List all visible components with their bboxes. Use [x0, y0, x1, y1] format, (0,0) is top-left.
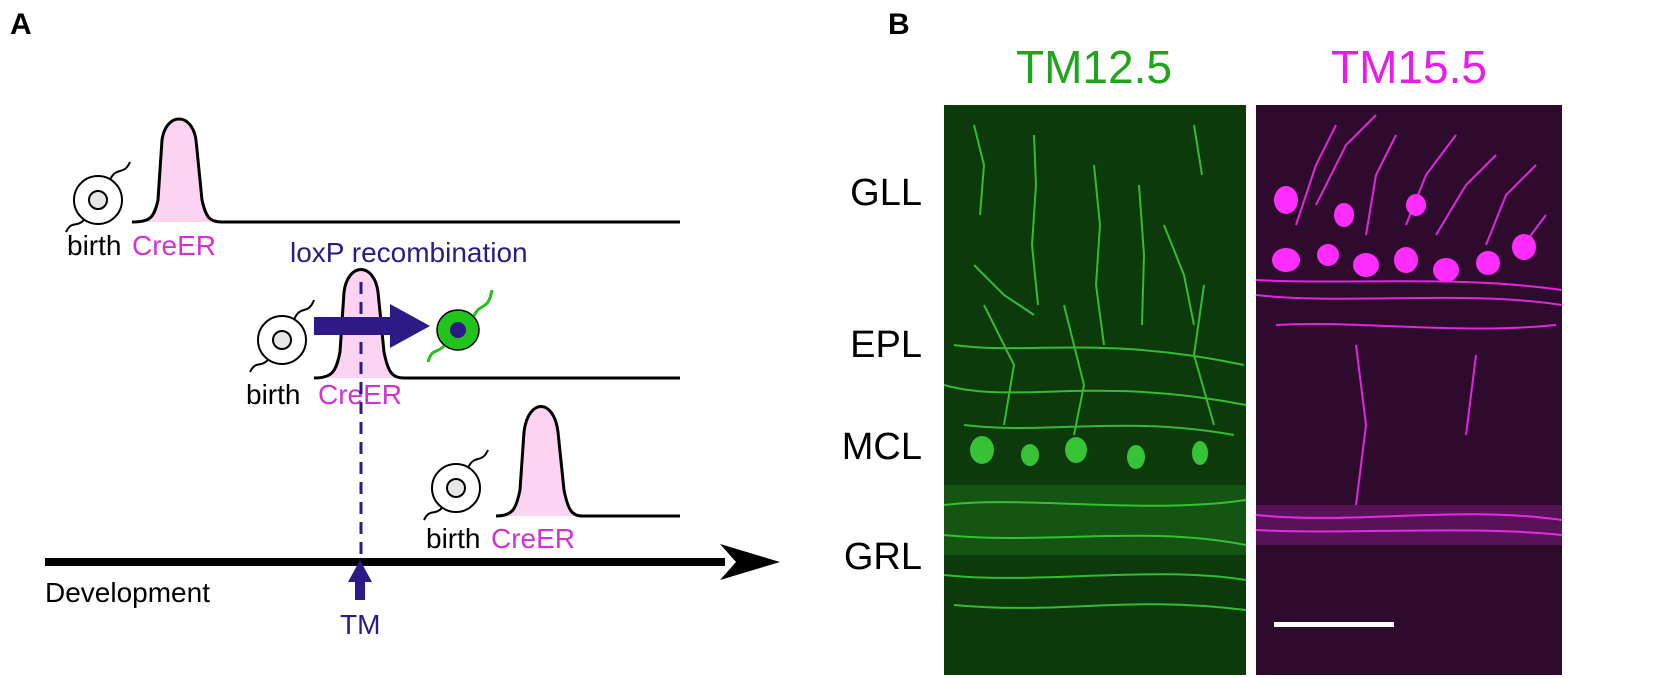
- layer-label-mcl: MCL: [841, 426, 922, 468]
- row-early-birth: birth CreER: [65, 117, 680, 261]
- neuron-outline-icon: [65, 161, 131, 233]
- recombination-label: loxP recombination: [290, 237, 528, 268]
- micrograph-title-tm125: TM12.5: [1016, 41, 1172, 93]
- lineage-schematic: birth CreER loxP recombination birth Cre…: [45, 117, 780, 640]
- creer-label: CreER: [132, 230, 216, 261]
- creer-expression-curve: [131, 117, 680, 224]
- layer-label-epl: EPL: [850, 324, 922, 366]
- creer-expression-peak: [140, 119, 222, 222]
- micrograph-title-tm155: TM15.5: [1331, 41, 1487, 93]
- birth-label: birth: [246, 379, 300, 410]
- tm-label: TM: [340, 609, 380, 640]
- development-label: Development: [45, 577, 210, 608]
- labeled-neuron-icon: [426, 289, 494, 363]
- creer-expression-peak: [500, 406, 582, 516]
- row-late-birth: birth CreER: [423, 405, 680, 554]
- creer-label: CreER: [491, 523, 575, 554]
- micrograph-tm125: [944, 105, 1246, 675]
- tm-arrow-icon: [348, 560, 372, 600]
- creer-expression-curve: [313, 268, 680, 380]
- micrograph-tm155: [1256, 105, 1562, 675]
- recombination-arrow: [314, 304, 430, 348]
- creer-expression-curve: [495, 405, 680, 518]
- birth-label: birth: [426, 523, 480, 554]
- panel-b-letter: B: [888, 8, 910, 41]
- panel-a-letter: A: [10, 8, 32, 41]
- layer-label-grl: GRL: [843, 536, 922, 578]
- neuron-outline-icon: [423, 449, 489, 521]
- neuron-outline-icon: [249, 299, 315, 373]
- birth-label: birth: [67, 230, 121, 261]
- development-timeline: [45, 544, 780, 580]
- layer-label-gll: GLL: [850, 172, 922, 214]
- scale-bar: [1274, 622, 1394, 627]
- row-middle-birth: birth CreER: [246, 268, 680, 410]
